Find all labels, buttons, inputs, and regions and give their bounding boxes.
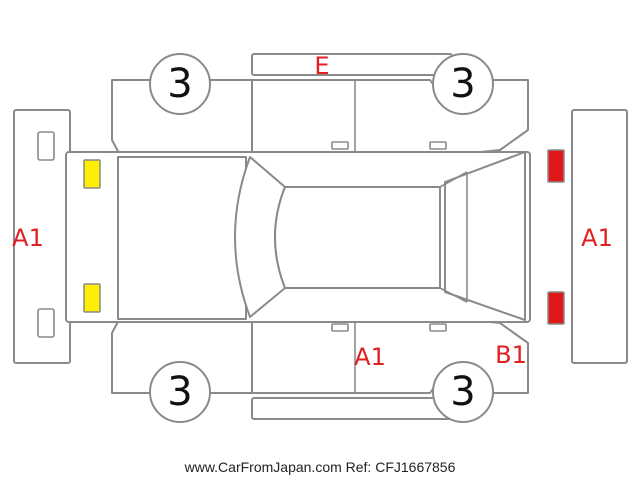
front-lamp-top: [83, 159, 101, 189]
roof-edge-bottom: [251, 397, 453, 420]
tire-front-right-tread: 3: [167, 369, 192, 415]
damage-code-rear-bumper: A1: [581, 224, 613, 252]
footer-watermark: www.CarFromJapan.com Ref: CFJ1667856: [184, 459, 456, 475]
damage-code-right-rear-panel: B1: [495, 341, 527, 369]
roof-edge-top: [251, 53, 453, 76]
damage-code-front-bumper: A1: [12, 224, 44, 252]
rear-lamp-top: [547, 149, 565, 183]
damage-code-right-door: A1: [354, 343, 386, 371]
damage-code-roof-edge: E: [314, 52, 329, 80]
front-lamp-bottom: [83, 283, 101, 313]
front-lamps: [83, 159, 101, 313]
rear-lamp-bottom: [547, 291, 565, 325]
rear-bumper: [571, 109, 628, 364]
tire-rear-right-tread: 3: [450, 369, 475, 415]
car-body-top-view: [65, 151, 531, 323]
tire-front-left-tread: 3: [167, 61, 192, 107]
tire-rear-left: 3: [432, 53, 494, 115]
tire-front-right: 3: [149, 361, 211, 423]
tire-rear-left-tread: 3: [450, 61, 475, 107]
tire-rear-right: 3: [432, 361, 494, 423]
rear-lamps: [547, 149, 565, 325]
tire-front-left: 3: [149, 53, 211, 115]
